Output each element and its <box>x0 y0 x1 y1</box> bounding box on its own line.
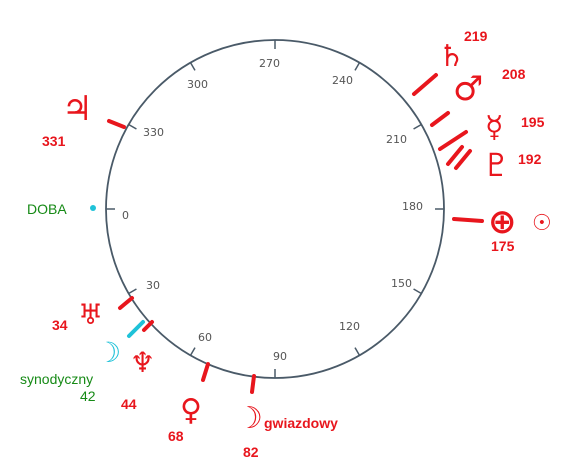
value-moon-sidereal: 82 <box>243 444 259 460</box>
tick-label-210: 210 <box>386 133 407 146</box>
tick-label-270: 270 <box>259 57 280 70</box>
doba-label: DOBA <box>27 201 67 217</box>
jupiter-icon: ♃ <box>62 89 92 129</box>
value-uranus: 34 <box>52 317 68 333</box>
value-mercury: 195 <box>521 114 545 130</box>
marker-earth <box>452 217 484 223</box>
tick-label-0: 0 <box>122 209 129 222</box>
uranus-icon: ♅ <box>78 298 103 331</box>
earth-icon: ⊕ <box>488 202 517 242</box>
ring-tick-30 <box>128 288 137 295</box>
marker-jupiter <box>107 119 126 129</box>
marker-venus <box>201 362 210 382</box>
marker-moon-sidereal <box>250 374 256 394</box>
marker-mars <box>430 111 450 127</box>
value-neptune: 44 <box>121 396 137 412</box>
marker-synodic <box>127 320 145 338</box>
saturn-icon: ♄ <box>438 39 465 74</box>
doba-dot <box>90 205 96 211</box>
synodic-label: synodyczny <box>20 371 93 387</box>
tick-label-90: 90 <box>273 350 287 363</box>
value-earth: 175 <box>491 238 515 254</box>
synodic-value: 42 <box>80 388 96 404</box>
moon-icon: ☽ <box>236 401 263 436</box>
pluto-icon: ♇ <box>482 146 511 184</box>
tick-label-30: 30 <box>146 279 160 292</box>
value-pluto: 192 <box>518 151 542 167</box>
sun-icon: ☉ <box>532 211 552 236</box>
value-mars: 208 <box>502 66 526 82</box>
synodic-markers <box>127 320 145 338</box>
ring-tick-150 <box>413 288 422 295</box>
marker-neptune <box>142 320 154 332</box>
ring-ticks <box>106 40 444 378</box>
ring-tick-240 <box>354 62 361 71</box>
venus-icon: ♀ <box>180 393 202 428</box>
marker-saturn <box>412 73 438 96</box>
orbit-ring <box>105 39 445 379</box>
ring-tick-330 <box>128 123 137 130</box>
marker-mercury <box>438 130 468 151</box>
ring-tick-210 <box>413 123 422 130</box>
marker-pluto-a <box>446 145 464 166</box>
value-saturn: 219 <box>464 28 488 44</box>
tick-label-150: 150 <box>391 277 412 290</box>
marker-uranus <box>118 296 134 310</box>
value-jupiter: 331 <box>42 133 66 149</box>
mercury-icon: ☿ <box>485 110 503 145</box>
tick-label-330: 330 <box>143 126 164 139</box>
ring-tick-60 <box>189 347 196 356</box>
tick-label-120: 120 <box>339 320 360 333</box>
value-venus: 68 <box>168 428 184 444</box>
tick-label-240: 240 <box>332 74 353 87</box>
neptune-icon: ♆ <box>130 346 155 379</box>
ring-tick-300 <box>189 62 196 71</box>
mars-icon: ♂ <box>453 69 483 109</box>
ring-tick-120 <box>354 347 361 356</box>
marker-pluto-b <box>454 149 472 170</box>
planet-markers <box>107 73 484 394</box>
synodic-moon-icon: ☽ <box>96 336 121 369</box>
sidereal-label: gwiazdowy <box>264 415 338 431</box>
tick-label-60: 60 <box>198 331 212 344</box>
tick-label-180: 180 <box>402 200 423 213</box>
tick-label-300: 300 <box>187 78 208 91</box>
